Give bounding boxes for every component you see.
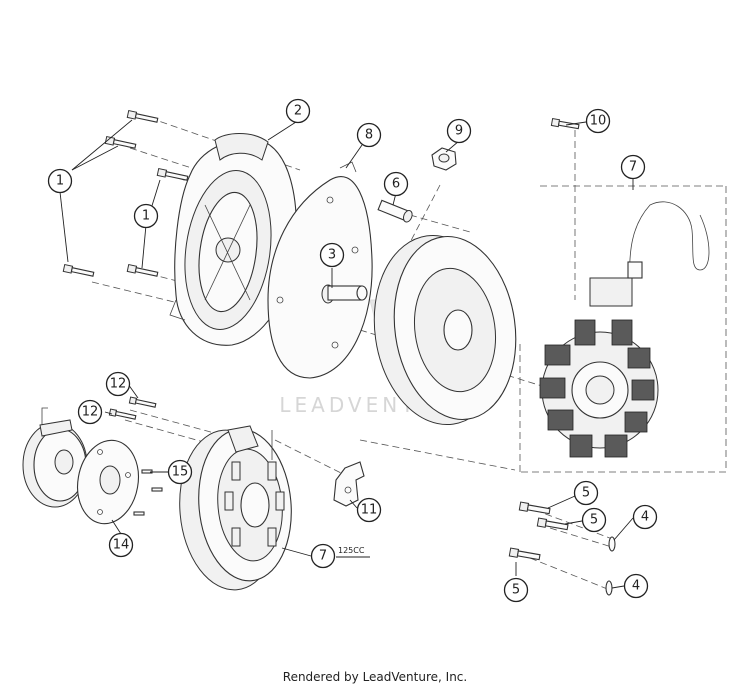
screw bbox=[128, 396, 157, 408]
screw bbox=[536, 517, 569, 531]
screw bbox=[156, 167, 189, 181]
friction-plate bbox=[77, 439, 139, 525]
callout-2: 2 bbox=[285, 98, 311, 124]
svg-text:5: 5 bbox=[582, 486, 590, 501]
screw bbox=[518, 501, 551, 515]
recoil-starter-125cc bbox=[179, 425, 292, 591]
svg-text:11: 11 bbox=[361, 503, 378, 518]
bracket bbox=[333, 461, 365, 507]
shaft-pin bbox=[321, 284, 368, 304]
leader-lines bbox=[59, 119, 634, 589]
callout-11: 11 bbox=[356, 497, 382, 523]
callout-4a: 4 bbox=[632, 504, 658, 530]
washer bbox=[608, 536, 616, 552]
gasket bbox=[267, 161, 373, 379]
svg-text:7: 7 bbox=[319, 549, 327, 564]
svg-text:5: 5 bbox=[590, 513, 598, 528]
callout-4b: 4 bbox=[623, 573, 649, 599]
svg-text:14: 14 bbox=[113, 538, 130, 553]
screw bbox=[508, 547, 541, 561]
callout-3: 3 bbox=[319, 242, 345, 268]
recoil-cover bbox=[169, 133, 297, 346]
bushing bbox=[377, 199, 413, 223]
callout-8: 8 bbox=[356, 122, 382, 148]
nut bbox=[431, 147, 457, 171]
flywheel bbox=[373, 234, 517, 426]
svg-text:12: 12 bbox=[110, 377, 127, 392]
callout-7b: 7 bbox=[310, 543, 336, 569]
screw-10 bbox=[550, 117, 580, 130]
screw bbox=[108, 408, 137, 420]
screw-group-1 bbox=[62, 109, 189, 277]
callout-12a: 12 bbox=[105, 371, 131, 397]
svg-text:7: 7 bbox=[629, 160, 637, 175]
svg-text:4: 4 bbox=[632, 579, 640, 594]
screw-group-15 bbox=[133, 469, 163, 516]
screw bbox=[126, 109, 159, 123]
stator bbox=[539, 201, 710, 458]
callout-1a: 1 bbox=[47, 168, 73, 194]
svg-text:1: 1 bbox=[142, 209, 150, 224]
callouts: 2 8 9 10 1 1 6 7 3 12 12 15 11 14 7 5 5 … bbox=[47, 98, 658, 603]
washer bbox=[605, 580, 613, 596]
svg-text:10: 10 bbox=[590, 114, 607, 129]
svg-text:9: 9 bbox=[455, 124, 463, 139]
callout-7a: 7 bbox=[620, 154, 646, 180]
svg-text:12: 12 bbox=[82, 405, 99, 420]
screw-group-12 bbox=[108, 396, 157, 420]
variant-label: 125CC bbox=[338, 546, 365, 555]
svg-text:5: 5 bbox=[512, 583, 520, 598]
callout-5a: 5 bbox=[573, 480, 599, 506]
svg-text:6: 6 bbox=[392, 177, 400, 192]
svg-text:15: 15 bbox=[172, 465, 189, 480]
screw bbox=[62, 263, 95, 277]
footer-credit: Rendered by LeadVenture, Inc. bbox=[282, 670, 468, 684]
screw bbox=[126, 263, 159, 277]
stator-core bbox=[539, 319, 659, 458]
callout-9: 9 bbox=[446, 118, 472, 144]
callout-5b: 5 bbox=[581, 507, 607, 533]
starter-pulley bbox=[22, 407, 88, 508]
callout-1b: 1 bbox=[133, 203, 159, 229]
callout-10: 10 bbox=[585, 108, 611, 134]
stator-fasteners bbox=[508, 501, 616, 596]
callout-12b: 12 bbox=[77, 399, 103, 425]
callout-5c: 5 bbox=[503, 577, 529, 603]
callout-15: 15 bbox=[167, 459, 193, 485]
callout-14: 14 bbox=[108, 532, 134, 558]
callout-6: 6 bbox=[383, 171, 409, 197]
svg-text:4: 4 bbox=[641, 510, 649, 525]
svg-text:1: 1 bbox=[56, 174, 64, 189]
svg-text:3: 3 bbox=[328, 248, 336, 263]
svg-text:2: 2 bbox=[294, 104, 302, 119]
svg-text:8: 8 bbox=[365, 128, 373, 143]
